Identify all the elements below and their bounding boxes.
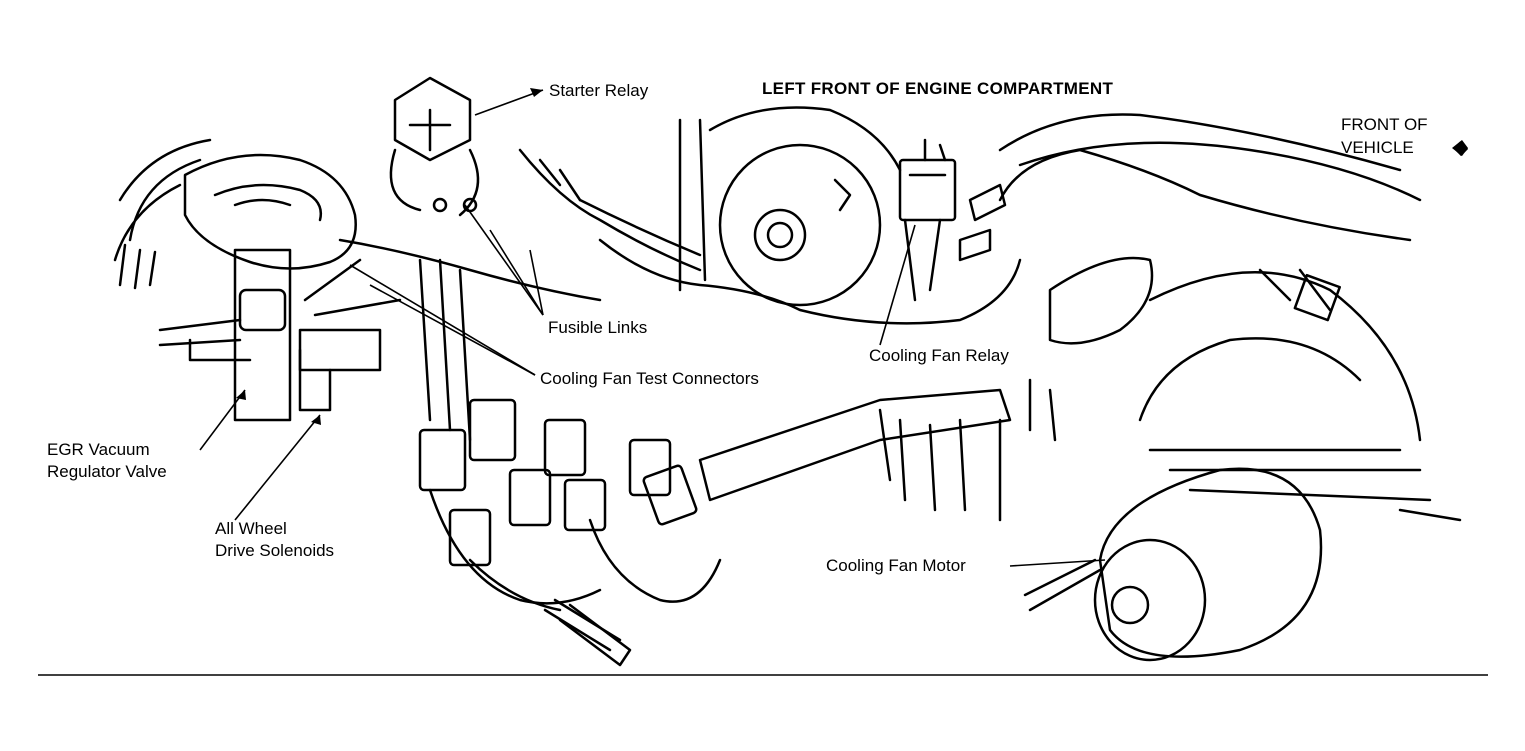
radiator-drawing xyxy=(698,378,1462,522)
upper-harness-drawing xyxy=(518,148,1022,325)
label-egr-line2: Regulator Valve xyxy=(47,462,167,481)
egr-solenoid-drawing xyxy=(158,248,402,422)
diagram-title: LEFT FRONT OF ENGINE COMPARTMENT xyxy=(762,79,1114,98)
fender-drawing xyxy=(998,113,1422,442)
label-cooling-fan-test-connectors: Cooling Fan Test Connectors xyxy=(540,369,759,388)
label-cooling-fan-relay: Cooling Fan Relay xyxy=(869,346,1009,365)
label-starter-relay: Starter Relay xyxy=(549,81,649,100)
starter-relay-drawing xyxy=(389,76,480,217)
air-cleaner-drawing xyxy=(113,138,357,290)
cooling-fan-motor-drawing xyxy=(1023,467,1323,662)
wiring-harness-drawing xyxy=(338,238,722,667)
label-egr-line1: EGR Vacuum xyxy=(47,440,150,459)
label-cooling-fan-motor: Cooling Fan Motor xyxy=(826,556,966,575)
label-awd-line2: Drive Solenoids xyxy=(215,541,335,560)
orientation-label-line2: VEHICLE xyxy=(1341,138,1414,157)
brake-booster-drawing xyxy=(678,106,902,307)
orientation-label-line1: FRONT OF xyxy=(1341,115,1428,134)
label-fusible-links: Fusible Links xyxy=(548,318,648,337)
cooling-fan-relay-drawing xyxy=(898,138,1007,302)
label-awd-line1: All Wheel xyxy=(215,519,287,538)
leader-lines xyxy=(199,89,1106,567)
